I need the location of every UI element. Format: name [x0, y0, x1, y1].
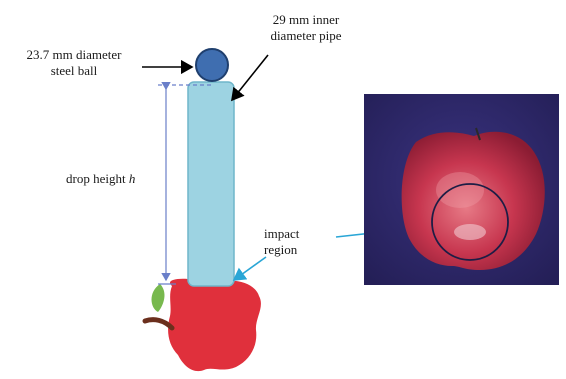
ball-label-line2: steel ball [10, 63, 138, 79]
ball-label: 23.7 mm diameter steel ball [10, 47, 138, 79]
stem-icon [145, 320, 172, 328]
pipe-leader-arrow [232, 55, 268, 100]
impact-label-line1: impact [264, 226, 334, 242]
pipe-label: 29 mm inner diameter pipe [252, 12, 360, 44]
steel-ball-icon [196, 49, 228, 81]
pipe-icon [188, 82, 234, 286]
drop-height-text: drop height [66, 171, 129, 186]
drop-height-label: drop height h [66, 171, 135, 187]
leaf-icon [152, 284, 165, 312]
impact-label-line2: region [264, 242, 334, 258]
impact-leader-arrow-left [234, 257, 266, 280]
ball-label-line1: 23.7 mm diameter [10, 47, 138, 63]
apple-icon [145, 278, 261, 371]
apple-photo [364, 94, 559, 285]
impact-region-label: impact region [264, 226, 334, 258]
pipe-label-line1: 29 mm inner [252, 12, 360, 28]
pipe-label-line2: diameter pipe [252, 28, 360, 44]
drop-height-variable: h [129, 171, 136, 186]
